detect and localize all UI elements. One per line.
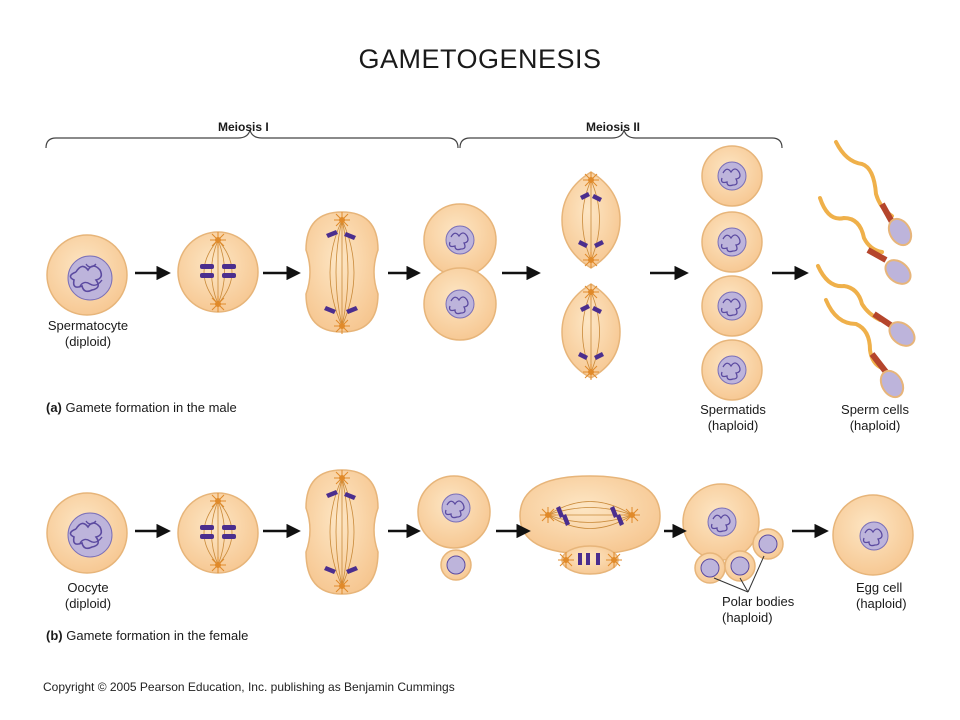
male-row (46, 140, 916, 401)
sperm-cells-label: Sperm cells(haploid) (841, 402, 909, 433)
polar-bodies-label: Polar bodies(haploid) (722, 594, 795, 625)
male-anaphase-1-cell (305, 211, 379, 335)
spermatocyte-label: Spermatocyte(diploid) (47, 318, 129, 349)
polar-body-pointer-lines (713, 555, 765, 593)
female-row (46, 469, 914, 595)
egg-cell (832, 494, 914, 576)
meiosis-1-bracket (45, 129, 459, 149)
male-metaphase-1-cell (177, 231, 259, 313)
oocyte-label: Oocyte(diploid) (64, 580, 112, 611)
male-caption: (a) Gamete formation in the male (46, 400, 237, 415)
page-title: GAMETOGENESIS (358, 44, 602, 74)
female-metaphase-1-cell (177, 492, 259, 574)
female-anaphase-1-cell (305, 469, 379, 595)
meiosis-1-label: Meiosis I (218, 120, 269, 134)
copyright-notice: Copyright © 2005 Pearson Education, Inc.… (43, 680, 455, 694)
spermatid-cells (701, 145, 763, 401)
meiosis-2-label: Meiosis II (586, 120, 641, 134)
male-meiosis-2-cells (561, 171, 621, 381)
meiosis-brackets (45, 129, 783, 149)
female-meiosis-2-cell (519, 475, 661, 575)
egg-cell-label: Egg cell(haploid) (856, 580, 907, 611)
meiosis-2-bracket (459, 129, 783, 149)
sperm-cells (816, 140, 916, 399)
female-caption: (b) Gamete formation in the female (46, 628, 249, 643)
ootid-and-polar-bodies (682, 483, 784, 593)
spermatocyte-cell (46, 234, 128, 316)
spermatids-label: Spermatids(haploid) (700, 402, 766, 433)
male-telophase-1-cells (423, 203, 497, 341)
oocyte-cell (46, 492, 128, 574)
female-telophase-1-cells (417, 475, 491, 581)
